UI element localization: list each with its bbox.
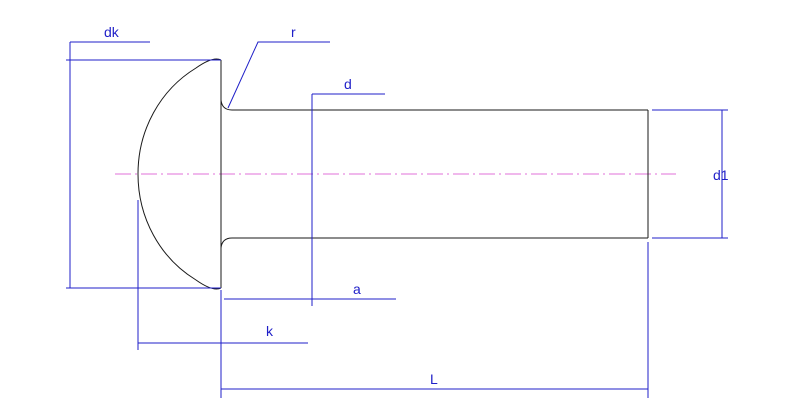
shank-fillet-top (220, 99, 233, 111)
rivet-outline (137, 58, 649, 290)
dimension-dk: dk (66, 24, 221, 289)
dimension-d: d (311, 76, 385, 306)
label-dk: dk (104, 24, 120, 40)
label-k: k (266, 323, 274, 339)
dimension-a: a (224, 281, 396, 300)
label-L: L (430, 371, 438, 387)
dimension-d1: d1 (652, 109, 729, 239)
shank-fillet-bottom (220, 237, 233, 249)
dimension-L: L (221, 242, 649, 398)
label-r: r (291, 24, 296, 40)
dimension-r: r (227, 24, 330, 109)
label-a: a (353, 281, 361, 297)
label-d: d (344, 76, 352, 92)
dimension-k: k (137, 200, 308, 398)
rivet-head-dome (137, 58, 222, 290)
r-leader (227, 41, 330, 109)
label-d1: d1 (713, 167, 729, 183)
